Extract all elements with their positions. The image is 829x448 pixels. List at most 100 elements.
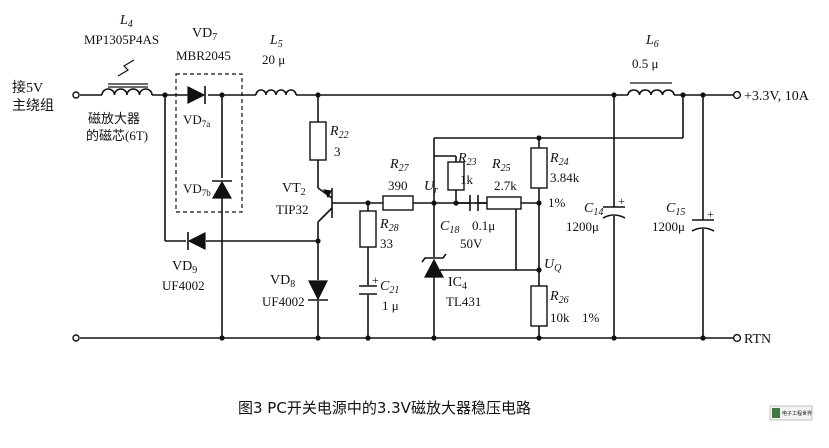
- junction-dot: [431, 335, 437, 341]
- l4-note-line2: 的磁芯(6T): [86, 128, 148, 143]
- rtn-terminal: [732, 333, 742, 343]
- resistor-r22: [309, 121, 327, 161]
- junction-dot: [219, 335, 225, 341]
- transistor-vt2: [317, 187, 333, 223]
- junction-dot: [365, 200, 371, 206]
- diode-vd9: [187, 232, 206, 250]
- l5-ref: L5: [269, 33, 283, 50]
- l4-note-line1: 磁放大器: [88, 111, 140, 126]
- r26-value: 10k: [550, 310, 570, 325]
- junction-dot: [315, 335, 321, 341]
- ur-label: Ur: [424, 179, 438, 196]
- junction-dot: [162, 92, 168, 98]
- l5-value: 20 μ: [262, 52, 285, 67]
- junction-dot: [219, 92, 225, 98]
- vd7b-ref: VD7b: [183, 181, 211, 198]
- junction-dot: [700, 92, 706, 98]
- r25-ref: R25: [491, 157, 511, 174]
- figure-caption: 图3 PC开关电源中的3.3V磁放大器稳压电路: [238, 399, 531, 417]
- input-terminal: [72, 91, 80, 99]
- junction-dot: [536, 135, 542, 141]
- polarity-mark: +: [372, 273, 379, 287]
- r26-tolerance: 1%: [582, 310, 600, 325]
- junction-dot: [700, 335, 706, 341]
- r24-ref: R24: [549, 151, 569, 168]
- vd7-value: MBR2045: [176, 48, 231, 63]
- c18-voltage: 50V: [460, 236, 483, 251]
- input-label-line2: 主绕组: [12, 98, 54, 114]
- vd9-ref: VD9: [172, 259, 197, 276]
- r25-value: 2.7k: [494, 178, 517, 193]
- resistor-r26: [530, 285, 548, 327]
- vt2-value: TIP32: [276, 202, 309, 217]
- shunt-regulator-ic4: [421, 253, 447, 278]
- resistor-r25: [486, 196, 522, 210]
- inductor-l6: [627, 82, 675, 96]
- r28-value: 33: [380, 236, 393, 251]
- diode-vd7a: [187, 86, 206, 104]
- junction-dot: [315, 238, 321, 244]
- diode-vd8: [308, 280, 328, 301]
- capacitor-c15: [691, 219, 715, 232]
- c15-ref: C15: [666, 201, 685, 218]
- junction-dot: [315, 92, 321, 98]
- capacitor-c18: [456, 195, 487, 211]
- resistor-r28: [359, 210, 377, 248]
- r23-value: 1k: [460, 172, 474, 187]
- r22-value: 3: [334, 144, 341, 159]
- inductor-l4: [101, 59, 153, 96]
- vd7-ref: VD7: [192, 26, 217, 43]
- junction-dot: [431, 200, 437, 206]
- ic4-value: TL431: [446, 294, 481, 309]
- r24-tolerance: 1%: [548, 195, 566, 210]
- polarity-mark: +: [618, 194, 625, 208]
- r23-ref: R23: [457, 151, 477, 168]
- l4-ref: L4: [119, 13, 133, 30]
- r27-ref: R27: [389, 157, 410, 174]
- r27-value: 390: [388, 178, 408, 193]
- inductor-l5: [255, 89, 297, 96]
- c18-ref: C18: [440, 219, 459, 236]
- c18-value: 0.1μ: [472, 218, 495, 233]
- r24-value: 3.84k: [550, 170, 580, 185]
- junction-dot: [365, 335, 371, 341]
- junction-dot: [611, 335, 617, 341]
- resistor-r24: [530, 147, 548, 189]
- capacitor-c14: [602, 206, 626, 219]
- input-return-terminal: [72, 334, 80, 342]
- output-label: +3.3V, 10A: [744, 89, 810, 104]
- l6-value: 0.5 μ: [632, 56, 659, 71]
- c21-value: 1 μ: [382, 298, 399, 313]
- c15-value: 1200μ: [652, 219, 685, 234]
- r22-ref: R22: [329, 124, 349, 141]
- r28-ref: R28: [379, 217, 399, 234]
- junction-dot: [611, 92, 617, 98]
- junction-dot: [536, 267, 542, 273]
- watermark-text: 电子工程世界: [782, 410, 812, 417]
- watermark-logo: 电子工程世界: [769, 405, 813, 421]
- output-terminal: [732, 90, 742, 100]
- r26-ref: R26: [549, 289, 569, 306]
- l4-value: MP1305P4AS: [84, 32, 159, 47]
- vd8-value: UF4002: [262, 294, 305, 309]
- c14-value: 1200μ: [566, 219, 599, 234]
- junction-dot: [680, 92, 686, 98]
- vd7a-ref: VD7a: [183, 112, 210, 129]
- diode-vd7b: [211, 180, 233, 199]
- input-label-line1: 接5V: [12, 79, 43, 96]
- junctions: [72, 90, 742, 343]
- ic4-ref: IC4: [448, 275, 467, 292]
- polarity-mark: +: [707, 207, 714, 221]
- capacitor-c21: [359, 285, 377, 295]
- wires: [80, 94, 733, 339]
- vt2-ref: VT2: [282, 181, 306, 198]
- c14-ref: C14: [584, 201, 603, 218]
- vd9-value: UF4002: [162, 278, 205, 293]
- vd8-ref: VD8: [270, 273, 295, 290]
- resistor-r27: [382, 195, 414, 211]
- junction-dot: [536, 335, 542, 341]
- rtn-label: RTN: [744, 332, 771, 347]
- c21-ref: C21: [380, 279, 399, 296]
